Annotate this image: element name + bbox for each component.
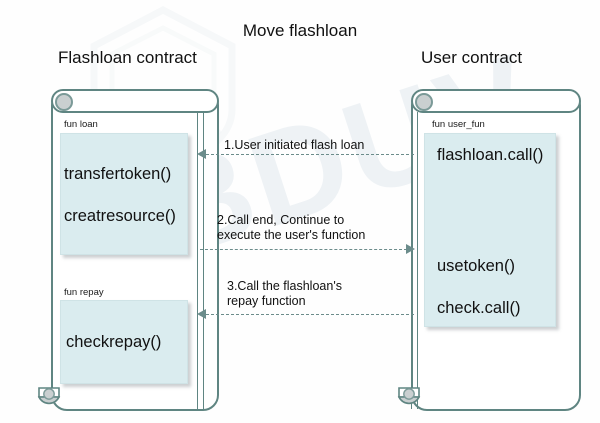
user-lifeline-a	[411, 112, 412, 409]
method-creatresource: creatresource()	[64, 207, 176, 225]
flashloan-scroll-top	[51, 89, 219, 113]
method-checkrepay: checkrepay()	[66, 333, 162, 351]
flashloan-lifeline-a	[197, 112, 198, 409]
message-1-line	[206, 154, 414, 155]
column-header-user: User contract	[421, 48, 523, 67]
column-header-flashloan: Flashloan contract	[58, 48, 197, 67]
message-3-label: 3.Call the flashloan's repay function	[227, 279, 342, 308]
message-1-arrowhead-icon	[197, 149, 206, 159]
user-lifeline-b	[417, 112, 418, 409]
message-3-line	[206, 314, 414, 315]
message-2-label: 2.Call end, Continue to execute the user…	[217, 213, 366, 242]
message-3-arrowhead-icon	[197, 309, 206, 319]
fun-label-loan: fun loan	[64, 119, 98, 130]
message-1-label: 1.User initiated flash loan	[224, 138, 365, 152]
message-2-arrowhead-icon	[406, 244, 415, 254]
fun-label-user-fun: fun user_fun	[432, 119, 485, 130]
page-title: Move flashloan	[242, 21, 358, 40]
fun-label-repay: fun repay	[64, 287, 104, 298]
message-2-line	[200, 249, 407, 250]
user-scroll-bottom-icon	[397, 387, 421, 405]
flashloan-scroll-bottom-icon	[37, 387, 61, 405]
method-transfertoken: transfertoken()	[64, 165, 172, 183]
activation-user-fun	[424, 133, 556, 327]
user-scroll-top	[411, 89, 581, 113]
user-scroll-knob-icon	[415, 93, 433, 111]
activation-repay	[60, 300, 188, 384]
flashloan-scroll-knob-icon	[55, 93, 73, 111]
method-check-call: check.call()	[437, 299, 521, 317]
flashloan-lifeline-b	[203, 112, 204, 409]
method-flashloan-call: flashloan.call()	[437, 146, 544, 164]
method-usetoken: usetoken()	[437, 257, 515, 275]
activation-loan	[60, 133, 188, 255]
